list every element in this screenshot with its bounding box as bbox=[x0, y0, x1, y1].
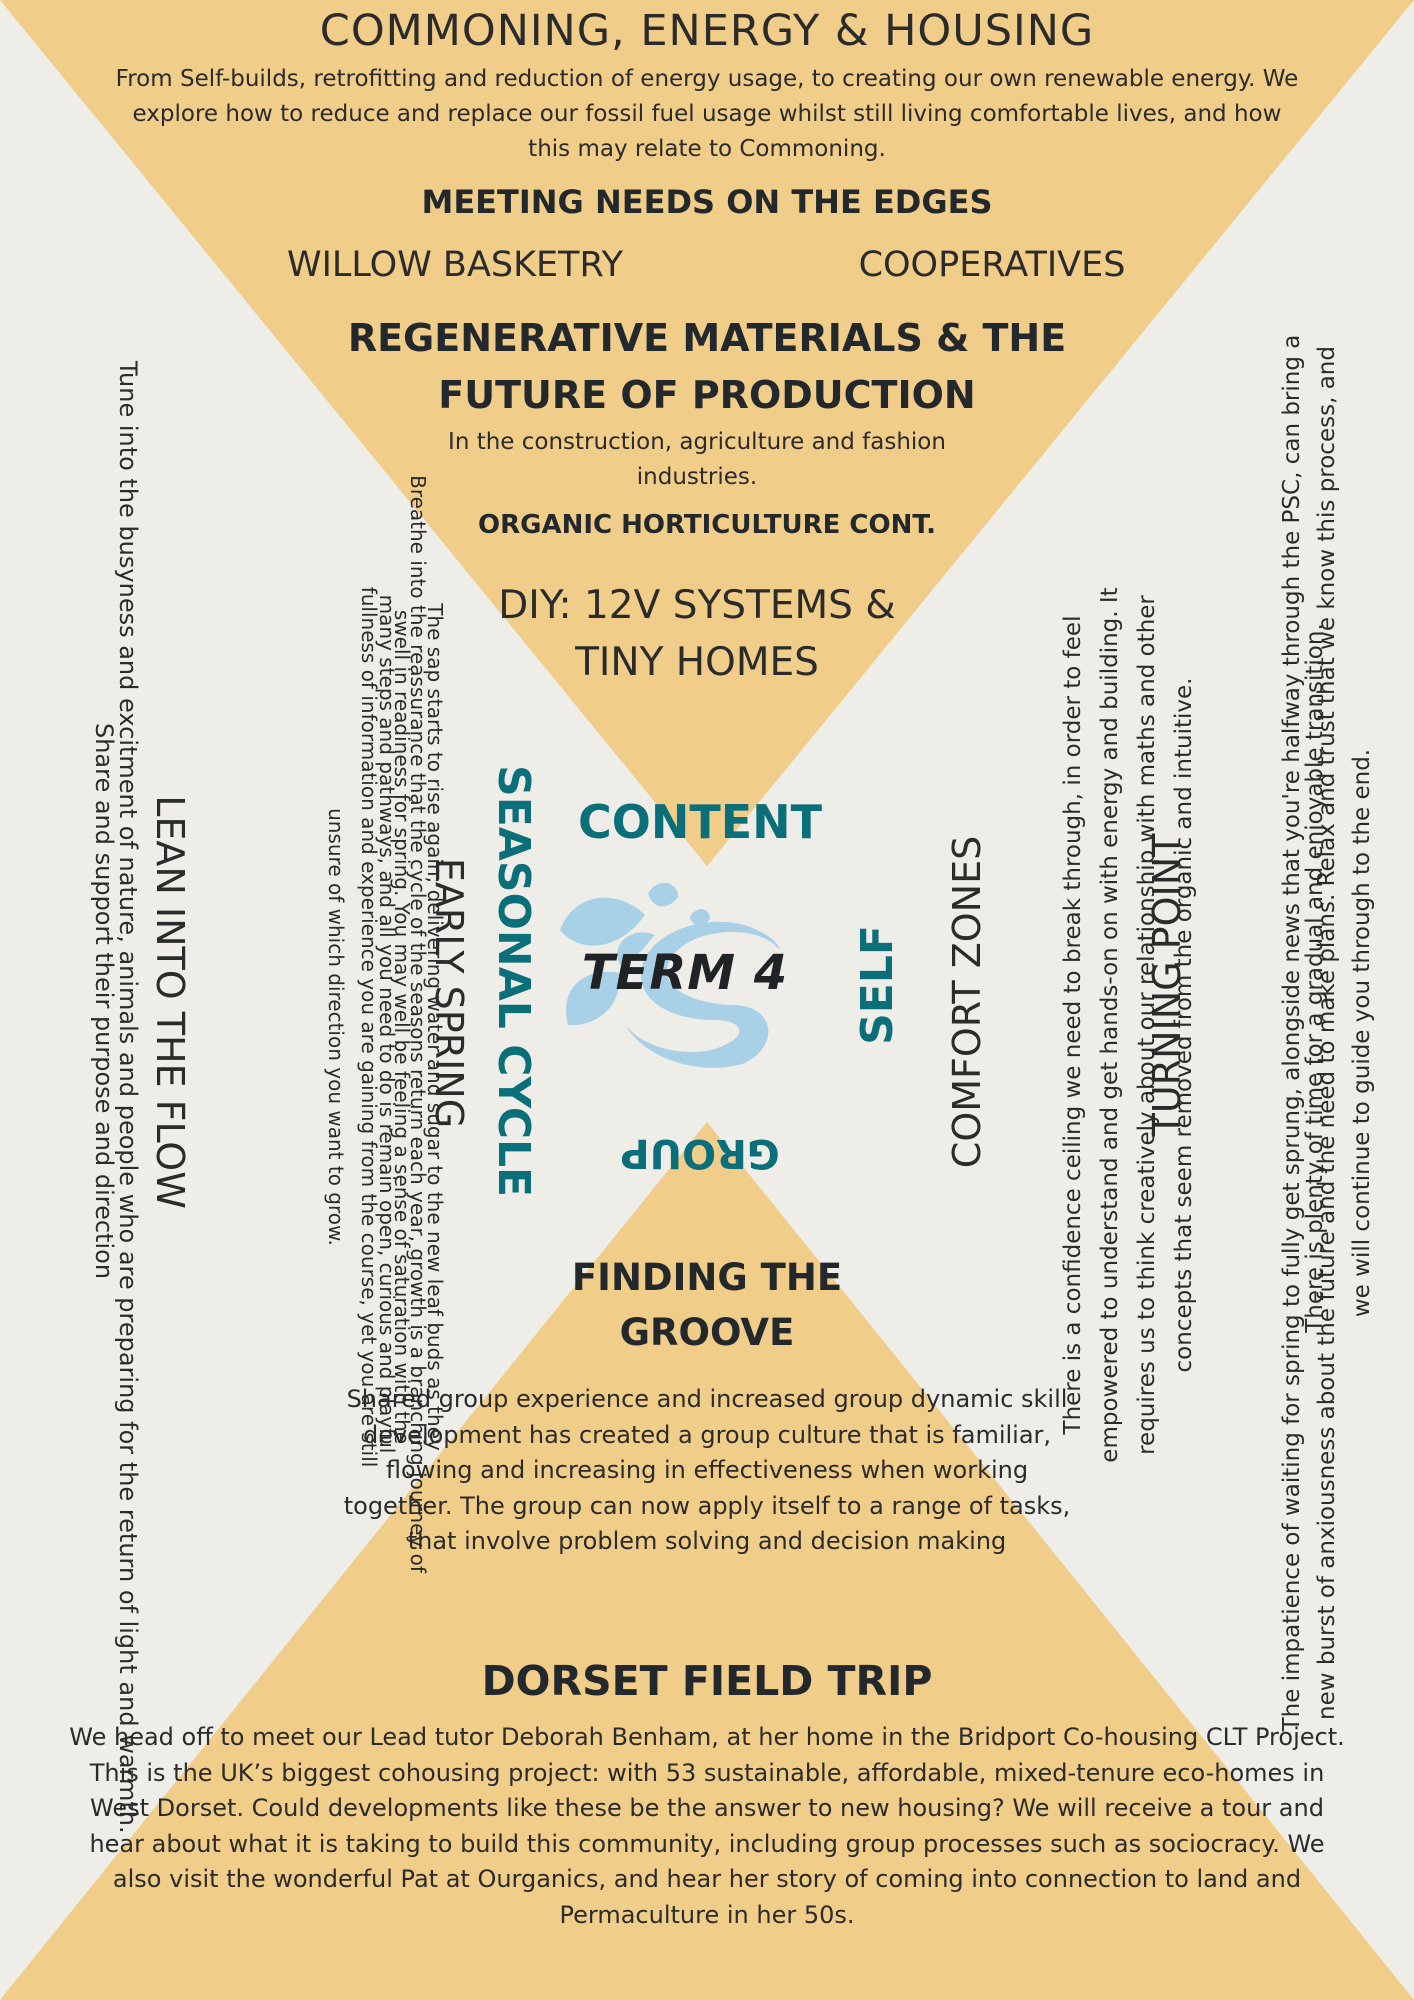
early-spring-title: EARLY SPRING bbox=[427, 857, 471, 1129]
comfort-zones-title: COMFORT ZONES bbox=[945, 835, 989, 1169]
turning-point-text-2: There is plenty of time for a gradual an… bbox=[1302, 623, 1328, 1333]
top-triangle bbox=[0, 0, 1414, 866]
organic-horticulture: ORGANIC HORTICULTURE CONT. bbox=[477, 510, 937, 540]
term-logo: TERM 4 bbox=[550, 875, 820, 1075]
top-title: COMMONING, ENERGY & HOUSING bbox=[319, 6, 1095, 56]
regen-title: REGENERATIVE MATERIALS & THE FUTURE OF P… bbox=[347, 316, 1067, 417]
finding-the-groove-title: FINDING THE GROOVE bbox=[571, 1256, 843, 1354]
group-label: GROUP bbox=[620, 1130, 780, 1176]
lean-into-the-flow-title: LEAN INTO THE FLOW bbox=[148, 795, 192, 1209]
regen-text: In the construction, agriculture and fas… bbox=[448, 429, 946, 490]
term-label: TERM 4 bbox=[581, 945, 789, 1001]
diy-systems: DIY: 12V SYSTEMS & TINY HOMES bbox=[498, 583, 896, 685]
turning-point-text: The impatience of waiting for spring to … bbox=[1279, 334, 1375, 1732]
self-label: SELF bbox=[852, 925, 903, 1045]
lean-line-2: Share and support their purpose and dire… bbox=[90, 722, 118, 1280]
finding-the-groove-text: Shared group experience and increased gr… bbox=[343, 1385, 1071, 1555]
turning-point-title: TURNING POINT bbox=[1145, 833, 1189, 1137]
dorset-field-trip-title: DORSET FIELD TRIP bbox=[481, 1657, 933, 1705]
bottom-triangle bbox=[0, 1122, 1414, 2000]
cooperatives: COOPERATIVES bbox=[858, 245, 1126, 285]
dorset-field-trip-text: We head off to meet our Lead tutor Debor… bbox=[69, 1723, 1345, 1929]
top-intro: From Self-builds, retrofitting and reduc… bbox=[115, 66, 1299, 162]
leaf-swirl-logo-icon bbox=[560, 882, 780, 1068]
content-label: CONTENT bbox=[577, 795, 823, 849]
seasonal-cycle-label: SEASONAL CYCLE bbox=[488, 765, 539, 1198]
meeting-needs-heading: MEETING NEEDS ON THE EDGES bbox=[421, 183, 993, 221]
willow-basketry: WILLOW BASKETRY bbox=[286, 245, 624, 285]
